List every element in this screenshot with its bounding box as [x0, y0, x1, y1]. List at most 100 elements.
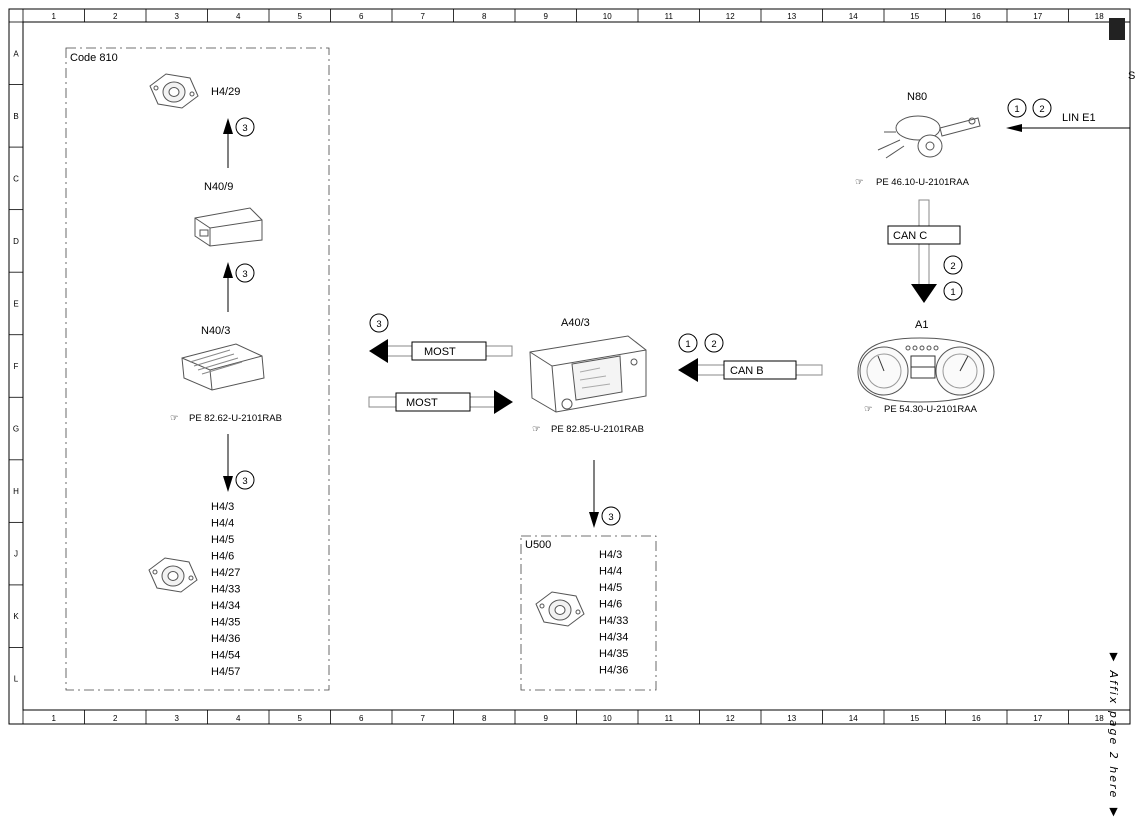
grid-col-label: 1	[52, 12, 57, 21]
most-in-label: MOST	[406, 397, 438, 409]
grid-col-label: 1	[52, 714, 57, 723]
grid-col-label: 12	[726, 714, 735, 723]
grid-col-label: 2	[113, 12, 118, 21]
grid-col-label: 15	[910, 12, 919, 21]
speaker-list-item: H4/36	[211, 633, 240, 645]
grid-col-label: 2	[113, 714, 118, 723]
svg-text:1: 1	[950, 287, 955, 298]
speaker-list-item: H4/6	[599, 599, 622, 611]
corner-book-icon	[1109, 18, 1125, 40]
circle-3-most: 3	[369, 313, 389, 333]
can-b-arrow: CAN B	[678, 358, 823, 382]
n40-3-ref: PE 82.62-U-2101RAB	[189, 413, 282, 424]
svg-text:2: 2	[1039, 104, 1044, 115]
speaker-list-item: H4/35	[211, 617, 240, 629]
grid-col-label: 3	[175, 714, 180, 723]
speaker-list-item: H4/34	[599, 632, 628, 644]
speaker-list-item: H4/27	[211, 567, 240, 579]
grid-row-label: L	[14, 675, 19, 684]
speaker-list-item: H4/33	[599, 615, 628, 627]
grid-col-label: 7	[421, 714, 426, 723]
most-out-arrow: MOST	[369, 339, 513, 363]
grid-row-label: K	[13, 612, 19, 621]
grid-col-label: 13	[787, 714, 796, 723]
svg-text:3: 3	[242, 269, 247, 280]
speaker-list-item: H4/36	[599, 665, 628, 677]
corner-mark: S	[1128, 70, 1135, 82]
grid-col-label: 7	[421, 12, 426, 21]
speaker-list-item: H4/3	[211, 501, 234, 513]
grid-row-label: D	[13, 237, 19, 246]
speaker-list-item: H4/4	[599, 566, 622, 578]
u500-label: U500	[525, 539, 551, 551]
grid-col-label: 4	[236, 714, 241, 723]
grid-col-label: 17	[1033, 12, 1042, 21]
svg-text:2: 2	[950, 261, 955, 272]
speaker-h4-29-icon	[149, 73, 199, 109]
speaker-left-icon	[148, 557, 198, 593]
code-810-region	[65, 47, 330, 691]
n40-9-label: N40/9	[204, 181, 233, 193]
speaker-list-item: H4/5	[599, 582, 622, 594]
grid-col-label: 8	[482, 12, 487, 21]
circle-3-n409: 3	[235, 263, 255, 283]
grid-col-label: 10	[603, 12, 612, 21]
grid-col-label: 16	[972, 714, 981, 723]
grid-row-label: G	[13, 425, 19, 434]
speaker-list-left: H4/3H4/4H4/5H4/6H4/27H4/33H4/34H4/35H4/3…	[211, 501, 240, 678]
a1-label: A1	[915, 319, 928, 331]
circle-2-canb: 2	[704, 333, 724, 353]
grid-col-label: 14	[849, 12, 858, 21]
grid-col-label: 13	[787, 12, 796, 21]
grid-col-label: 11	[665, 714, 674, 723]
a1-instrument-cluster-icon	[857, 337, 995, 403]
a1-ref: PE 54.30-U-2101RAA	[884, 404, 978, 415]
circle-3-u500: 3	[601, 506, 621, 526]
circle-3-n403-down: 3	[235, 470, 255, 490]
grid-col-label: 16	[972, 12, 981, 21]
speaker-list-item: H4/35	[599, 648, 628, 660]
grid-col-label: 15	[910, 714, 919, 723]
code-810-label: Code 810	[70, 52, 118, 64]
grid-col-label: 12	[726, 12, 735, 21]
circle-2-lin: 2	[1032, 98, 1052, 118]
u500-region	[520, 535, 657, 691]
grid-col-label: 18	[1095, 714, 1104, 723]
svg-text:3: 3	[242, 476, 247, 487]
affix-note: ▼ Affix page 2 here ▼	[1107, 650, 1120, 820]
grid-col-label: 10	[603, 714, 612, 723]
h4-29-label: H4/29	[211, 86, 240, 98]
grid-row-label: A	[13, 49, 19, 58]
grid-col-label: 6	[359, 714, 364, 723]
svg-text:1: 1	[1014, 104, 1019, 115]
grid-col-label: 6	[359, 12, 364, 21]
can-c-arrow: CAN C	[887, 199, 961, 303]
svg-text:3: 3	[608, 512, 613, 523]
lin-e1-arrowhead	[1006, 124, 1022, 132]
grid-col-label: 11	[665, 12, 674, 21]
grid-row-label: F	[14, 362, 19, 371]
grid-row-label: C	[13, 174, 19, 183]
speaker-list-item: H4/5	[211, 534, 234, 546]
grid-col-label: 5	[298, 12, 303, 21]
speaker-u500-icon	[535, 591, 585, 627]
grid-col-label: 9	[544, 714, 549, 723]
grid-row-label: H	[13, 487, 19, 496]
circle-1-lin: 1	[1007, 98, 1027, 118]
grid-col-label: 9	[544, 12, 549, 21]
arrow-up-n409	[223, 262, 233, 278]
a1-ref-icon: ☞	[864, 404, 873, 415]
n40-3-amplifier-icon	[181, 343, 265, 391]
a40-3-ref: PE 82.85-U-2101RAB	[551, 424, 644, 435]
circle-1-canc: 1	[943, 281, 963, 301]
grid-col-label: 4	[236, 12, 241, 21]
circle-3-h429: 3	[235, 117, 255, 137]
a40-3-ref-icon: ☞	[532, 424, 541, 435]
most-in-arrow: MOST	[368, 390, 513, 414]
a40-3-head-unit-icon	[529, 335, 647, 413]
grid-row-label: E	[13, 299, 18, 308]
